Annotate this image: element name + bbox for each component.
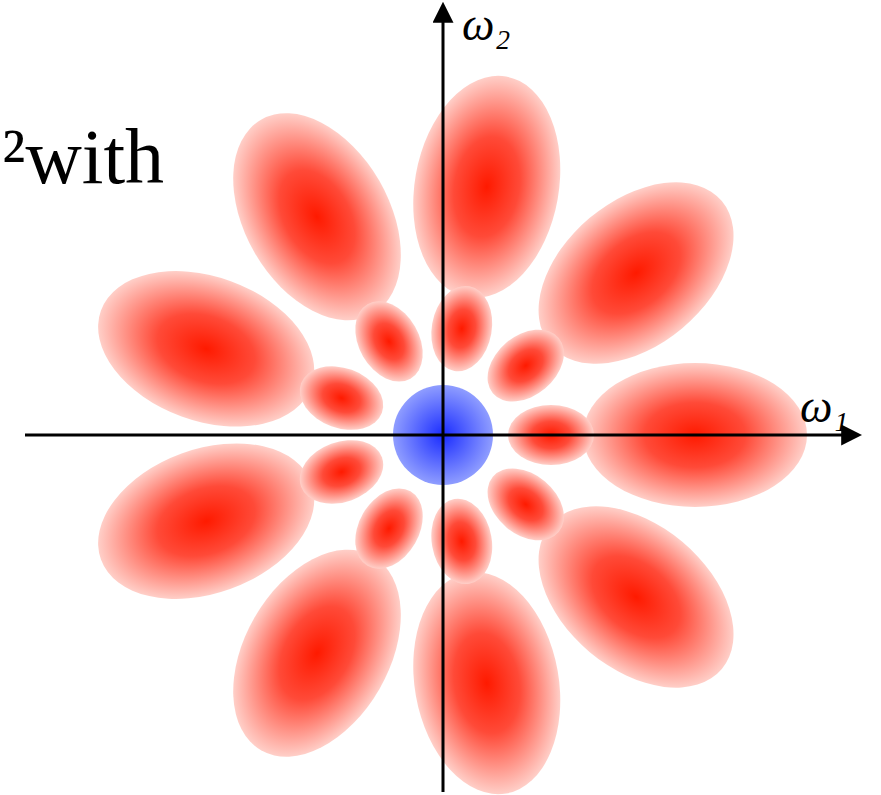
filter-ellipse (342, 476, 437, 580)
filter-ellipse (76, 243, 336, 455)
filter-ellipse (474, 454, 578, 555)
axis-line (442, 6, 445, 792)
filter-ellipse (425, 494, 499, 589)
filter-ellipse (396, 64, 577, 310)
axis-label: ω₂ (462, 2, 510, 48)
axis-label: ω₁ (800, 384, 848, 430)
text-fragment: ²with (2, 118, 164, 196)
filter-ellipse (425, 281, 499, 376)
filter-ellipse (291, 355, 392, 441)
